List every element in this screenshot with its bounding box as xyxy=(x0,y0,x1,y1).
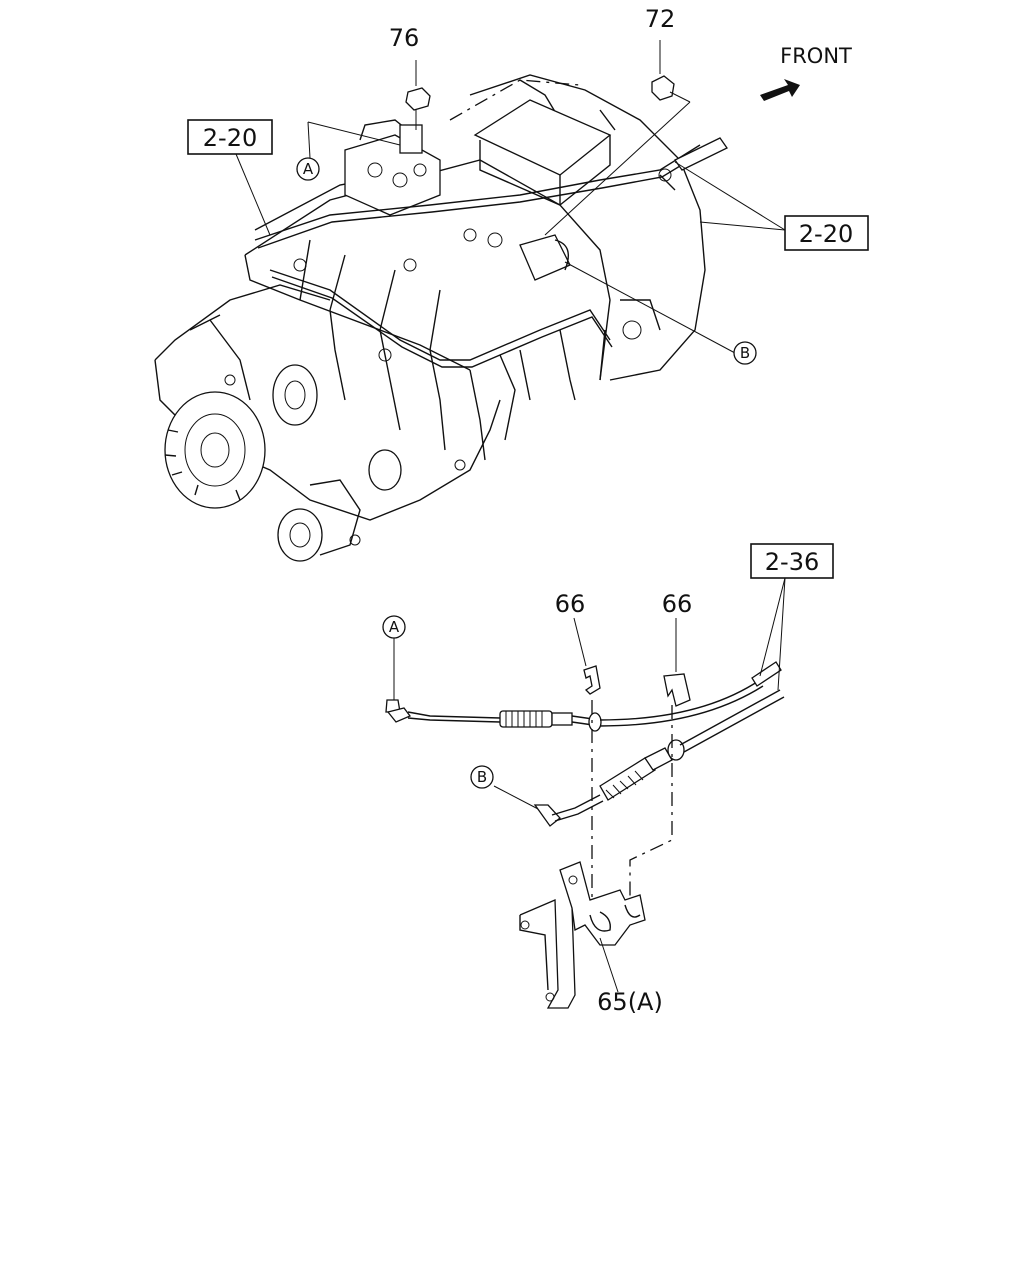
marker-b-cable: B xyxy=(470,765,494,789)
bracket-65a xyxy=(519,861,646,1009)
clip-66-left xyxy=(573,617,601,695)
nut-76 xyxy=(405,60,431,130)
svg-text:A: A xyxy=(389,618,400,636)
leader-2-36-a xyxy=(759,577,786,677)
shift-cable-a xyxy=(385,638,782,732)
svg-text:A: A xyxy=(303,160,314,178)
ref-box-2-36: 2-36 xyxy=(750,543,834,579)
leader-2-36-b xyxy=(777,577,786,691)
leader-lines xyxy=(235,121,786,354)
transmission-assembly xyxy=(154,74,728,562)
part-number-76: 76 xyxy=(389,24,420,52)
part-number-65a: 65(A) xyxy=(597,988,663,1016)
alignment-lines xyxy=(591,700,673,905)
marker-a-cable: A xyxy=(382,615,406,639)
shift-cable-b xyxy=(493,689,785,827)
ref-2-36: 2-36 xyxy=(765,548,819,576)
svg-text:B: B xyxy=(740,344,750,362)
clip-66-right xyxy=(663,618,691,707)
part-number-72: 72 xyxy=(645,5,676,33)
ref-2-20-right: 2-20 xyxy=(799,220,853,248)
ref-2-20-left: 2-20 xyxy=(203,124,257,152)
svg-text:B: B xyxy=(477,768,487,786)
front-label: FRONT xyxy=(780,44,852,68)
ref-box-2-20-right: 2-20 xyxy=(784,215,869,251)
front-arrow-icon xyxy=(760,79,800,101)
part-number-66-right: 66 xyxy=(662,590,693,618)
ref-box-2-20-left: 2-20 xyxy=(187,119,273,155)
nut-72 xyxy=(544,40,691,236)
part-number-66-left: 66 xyxy=(555,590,586,618)
marker-a-top: A xyxy=(296,157,320,181)
marker-b-top: B xyxy=(733,341,757,365)
